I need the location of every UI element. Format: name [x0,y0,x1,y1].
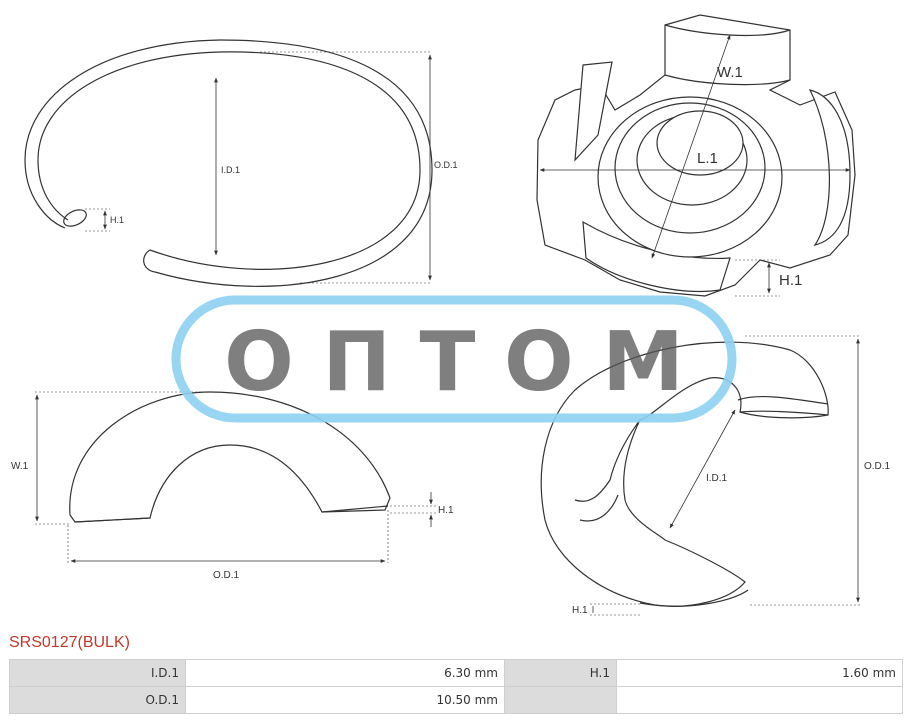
ring-id-label: I.D.1 [221,165,240,175]
ring-figure [24,39,433,287]
arc-od-label: O.D.1 [213,570,240,581]
spec-table: I.D.1 6.30 mm H.1 1.60 mm O.D.1 10.50 mm [9,659,903,714]
spec-value: 1.60 mm [616,659,903,687]
arc-w-label: W.1 [11,461,29,472]
watermark: О П Т О М [171,295,737,423]
spec-value: 10.50 mm [185,686,505,714]
eclip-figure [540,335,860,616]
eclip-id-label: I.D.1 [706,473,728,484]
spec-key [504,686,617,714]
spec-value: 6.30 mm [185,659,505,687]
spec-key: H.1 [504,659,617,687]
spec-key: I.D.1 [9,659,186,687]
spec-key: O.D.1 [9,686,186,714]
watermark-text: О П Т О М [224,315,684,410]
spec-value [616,686,903,714]
table-row: O.D.1 10.50 mm [9,686,903,714]
ring-h-label: H.1 [110,215,124,225]
table-row: I.D.1 6.30 mm H.1 1.60 mm [9,659,903,687]
clip3d-l-label: L.1 [697,150,718,167]
arc-figure [35,391,438,563]
product-code: SRS0127(BULK) [9,634,130,651]
clip3d-h-label: H.1 [779,272,802,289]
eclip-h-label: H.1 [572,605,588,616]
technical-drawing: I.D.1 O.D.1 H.1 W.1 L.1 H.1 [11,14,891,616]
clip3d-figure [536,14,856,297]
eclip-od-label: O.D.1 [864,461,891,472]
watermark-frame [171,295,737,423]
ring-od-label: O.D.1 [434,160,458,170]
arc-h-label: H.1 [438,505,454,516]
clip3d-w-label: W.1 [717,64,743,81]
